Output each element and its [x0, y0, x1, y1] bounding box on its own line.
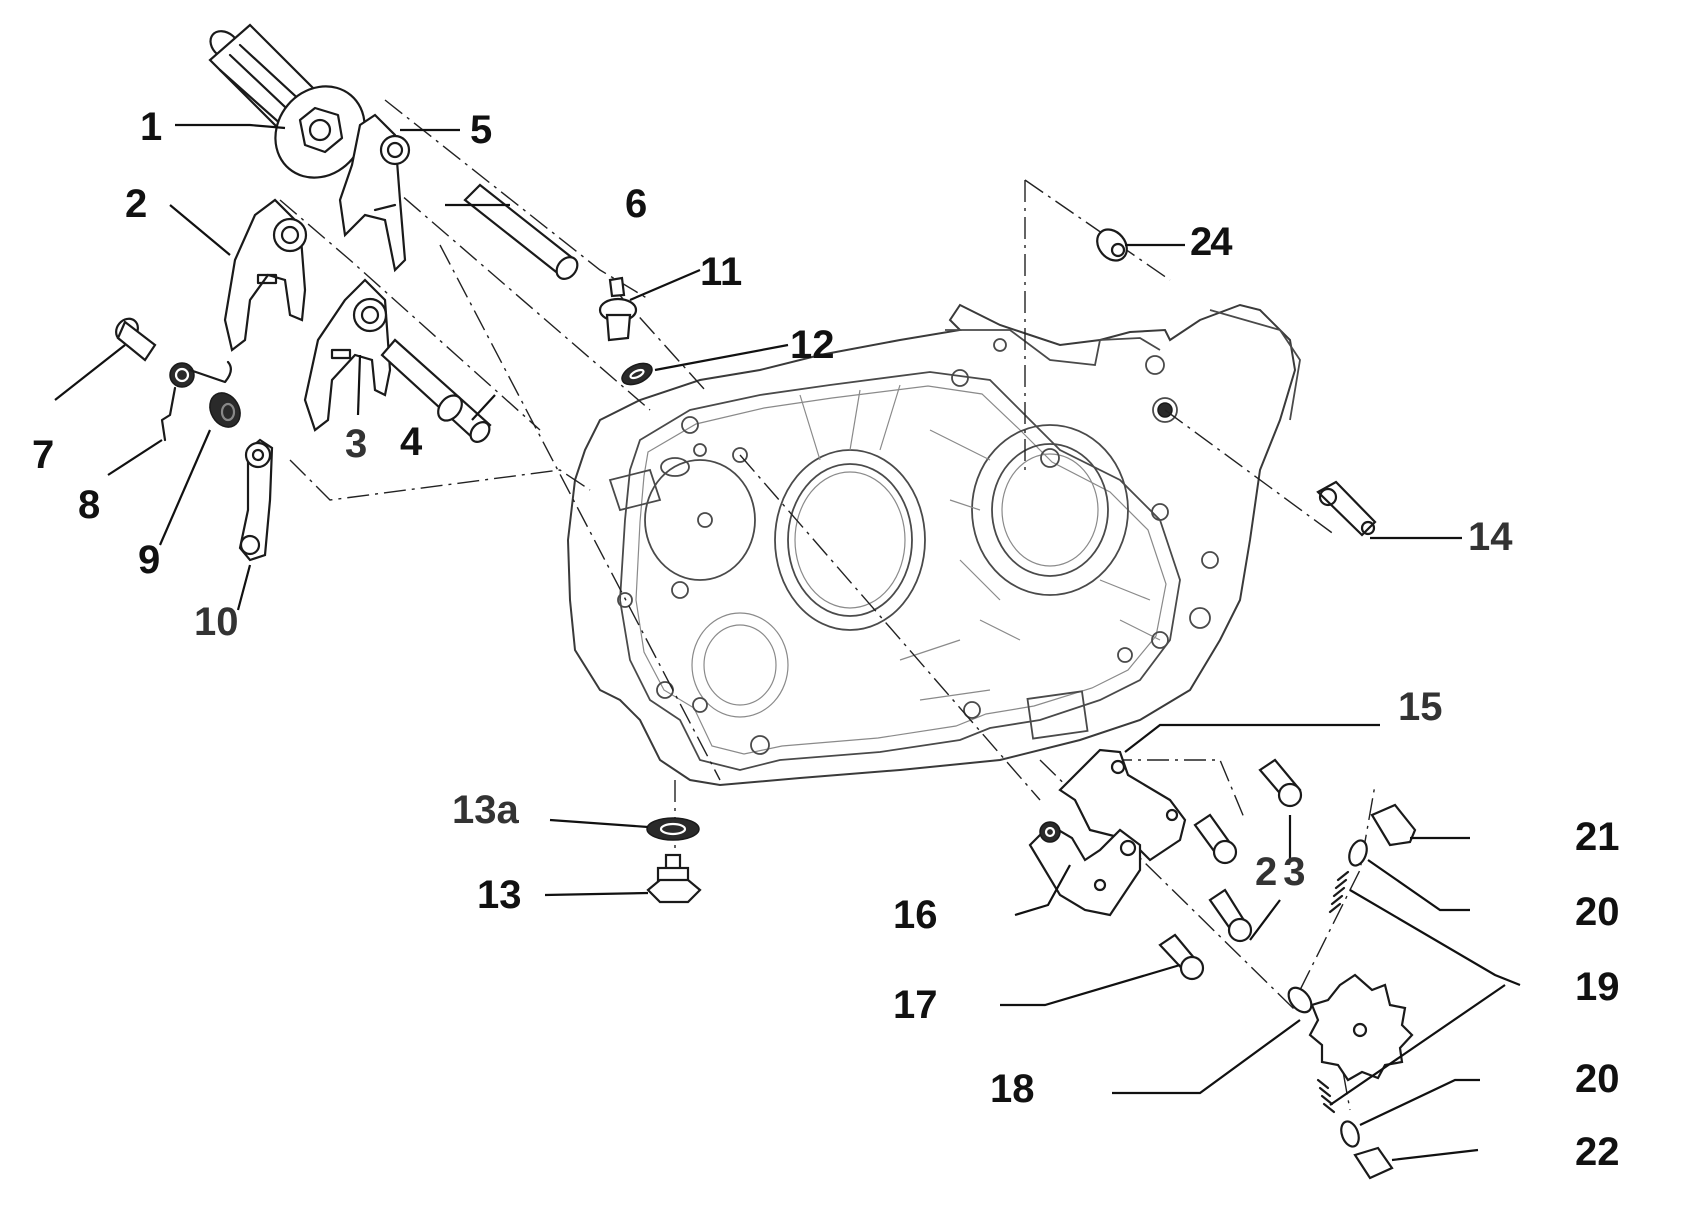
part-20-pin-lower[interactable]	[1338, 1119, 1362, 1149]
part-19-springs[interactable]	[1316, 870, 1350, 1114]
callout-8: 8	[78, 483, 100, 527]
callout-17: 17	[893, 983, 938, 1027]
part-22-cap[interactable]	[1353, 1146, 1394, 1180]
part-5-shift-fork[interactable]	[338, 113, 411, 273]
callout-7: 7	[32, 433, 54, 477]
callout-2: 2	[125, 182, 147, 226]
callout-9: 9	[138, 538, 160, 582]
callout-20-upper: 20	[1575, 890, 1620, 934]
part-9-collar[interactable]	[204, 387, 246, 432]
part-15-plate[interactable]	[1058, 748, 1187, 862]
callout-12: 12	[790, 323, 835, 367]
part-10-stopper-lever[interactable]	[238, 438, 274, 562]
callout-24: 24	[1190, 220, 1233, 264]
part-23-bolts[interactable]	[1193, 758, 1303, 943]
part-18-gear[interactable]	[1284, 973, 1414, 1082]
part-14-stud-bolt[interactable]	[1316, 480, 1377, 537]
part-8-spring[interactable]	[160, 360, 232, 442]
callout-13a: 13a	[452, 788, 519, 832]
part-16-bracket[interactable]	[1028, 821, 1142, 917]
callout-16: 16	[893, 893, 938, 937]
callout-14: 14	[1468, 515, 1513, 559]
callout-19: 19	[1575, 965, 1620, 1009]
part-17-screw[interactable]	[1158, 933, 1205, 981]
callout-21: 21	[1575, 815, 1620, 859]
callout-10: 10	[194, 600, 239, 644]
part-13-drain-plug[interactable]	[646, 853, 702, 904]
part-2-shift-fork[interactable]	[223, 198, 308, 352]
part-1-shift-drum[interactable]	[205, 23, 383, 196]
callout-1: 1	[140, 105, 162, 149]
callout-labels: 1 2 3 4 5 6 7 8 9 10 11 12 13a 13 14 15 …	[32, 105, 1620, 1174]
part-20-pin-upper[interactable]	[1346, 838, 1370, 868]
part-21-cap[interactable]	[1370, 803, 1417, 847]
callout-20-lower: 20	[1575, 1057, 1620, 1101]
crankcase	[566, 303, 1301, 787]
part-7-bolt[interactable]	[112, 314, 157, 362]
callout-11: 11	[700, 250, 742, 294]
part-13a-drain-plug-washer[interactable]	[646, 817, 700, 841]
leader-lines	[54, 123, 1521, 1162]
part-3-shift-fork[interactable]	[303, 278, 392, 432]
callout-3: 3	[345, 422, 367, 466]
callout-4: 4	[400, 420, 423, 464]
part-24-dowel-pin[interactable]	[1091, 224, 1133, 267]
part-6-shift-fork-shaft[interactable]	[463, 183, 582, 283]
case-bolt-holes	[617, 369, 1219, 755]
callout-5: 5	[470, 108, 492, 152]
part-12-washer[interactable]	[619, 359, 656, 389]
part-4-shift-fork-shaft[interactable]	[380, 338, 493, 446]
callout-18: 18	[990, 1067, 1035, 1111]
callout-23: 23	[1255, 850, 1312, 894]
callout-22: 22	[1575, 1130, 1620, 1174]
callout-15: 15	[1398, 685, 1443, 729]
callout-6: 6	[625, 182, 647, 226]
part-11-neutral-switch[interactable]	[598, 276, 638, 342]
callout-13: 13	[477, 873, 522, 917]
